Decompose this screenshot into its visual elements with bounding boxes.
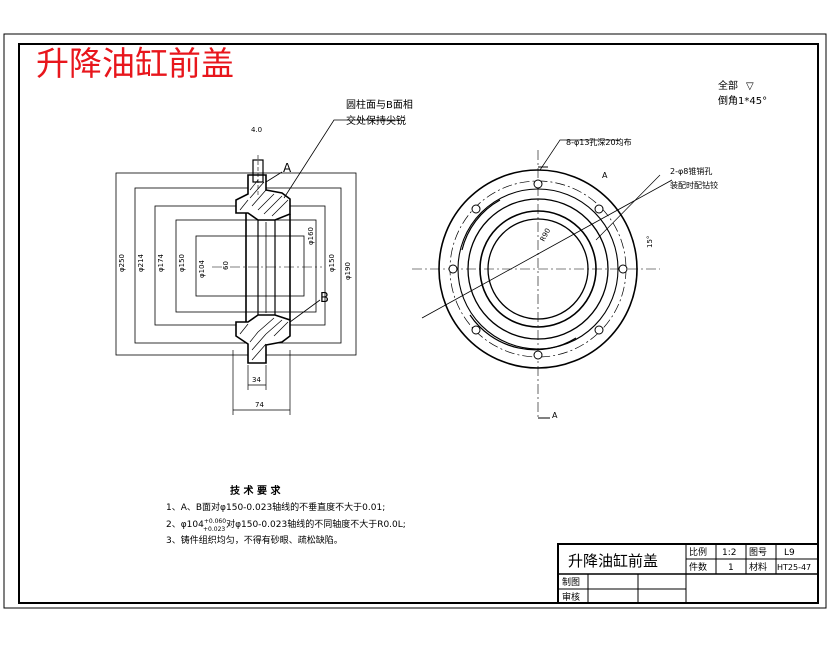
tech-item-2: 2、φ104+0.060对φ150-0.023轴线的不同轴度不大于R0.0L; [166, 518, 406, 530]
tb-quantity-value: 1 [728, 563, 734, 573]
tb-drawing-no-label: 图号 [749, 547, 767, 558]
drawing-title: 升降油缸前盖 [36, 44, 234, 83]
end-view [412, 139, 673, 419]
bolt-hole [448, 264, 458, 274]
section-dim-texts: φ250 φ214 φ174 φ150 φ104 φ160 φ150 φ190 … [118, 126, 352, 409]
surface-finish-symbol: ▽ [746, 81, 754, 92]
title-block-name: 升降油缸前盖 [568, 552, 658, 570]
dim-d-104: φ104 [198, 259, 206, 278]
leader-a [265, 171, 283, 183]
tb-drafted-label: 制图 [562, 576, 580, 588]
bolt-hole [533, 179, 543, 189]
tb-scale-label: 比例 [689, 546, 707, 558]
tb-drawing-no-value: L9 [784, 548, 795, 558]
dim-d-outer: φ250 [118, 254, 126, 272]
dim-d-bolt: φ214 [137, 253, 145, 272]
holes-note: 8-φ13孔深20均布 [566, 137, 632, 147]
bolt-hole [594, 204, 604, 214]
label-a-bottom: A [552, 411, 558, 420]
surface-finish-label: 全部 [718, 79, 738, 92]
dim-rect-104 [195, 235, 305, 297]
dim-d-right-c: φ190 [344, 262, 352, 280]
leader-holes [539, 139, 620, 171]
dim-d-150: φ150 [178, 254, 186, 272]
tb-material-value: HT25-47 [777, 563, 811, 572]
tech-item-2-sup: +0.060 [204, 518, 226, 525]
outer-frame [3, 33, 827, 609]
bolt-hole [618, 264, 628, 274]
tech-item-2-post: 对φ150-0.023轴线的不同轴度不大于R0.0L; [226, 518, 406, 530]
dim-60: 60 [222, 261, 230, 270]
dim-angle: 15° [646, 236, 654, 248]
chamfer-note: 倒角1*45° [718, 95, 767, 107]
tech-heading: 技 术 要 求 [230, 484, 281, 497]
tb-material-label: 材料 [749, 561, 767, 573]
leader-note [283, 119, 400, 199]
tech-requirements: 技 术 要 求 1、A、B面对φ150-0.023轴线的不垂直度不大于0.01;… [166, 484, 406, 546]
dim-rect-250 [115, 172, 357, 356]
hatch-upper [239, 179, 289, 217]
bolt-hole [471, 204, 481, 214]
tb-scale-value: 1:2 [722, 548, 736, 558]
bolt-hole [471, 325, 481, 335]
pin-holes-sub-note: 装配时配钻铰 [670, 180, 718, 190]
dim-d-right-b: φ150 [328, 254, 336, 272]
dim-d-right-a: φ160 [307, 227, 315, 245]
diagonal-line [421, 179, 673, 319]
tech-item-1: 1、A、B面对φ150-0.023轴线的不垂直度不大于0.01; [166, 501, 385, 513]
label-a-top: A [602, 171, 608, 180]
tb-reviewed-label: 审核 [562, 591, 580, 603]
dim-d-mid: φ174 [157, 253, 165, 272]
tech-item-3: 3、铸件组织均匀，不得有砂眼、疏松缺陷。 [166, 534, 343, 546]
note-line-1: 圆柱面与B面相 [346, 98, 413, 111]
bolt-holes [448, 179, 628, 360]
datum-b-label: B [320, 291, 329, 306]
dim-top: 4.0 [251, 126, 262, 134]
bolt-hole [533, 350, 543, 360]
leader-b [289, 299, 321, 323]
dim-34: 34 [252, 376, 261, 384]
dim-rect-214 [134, 187, 342, 344]
arc-broken-2 [469, 314, 577, 351]
flange-lower [235, 314, 291, 364]
section-view [115, 119, 400, 415]
datum-a-label: A [283, 161, 292, 175]
note-line-2: 交处保持尖锐 [346, 114, 406, 127]
bolt-hole [594, 325, 604, 335]
inner-frame [18, 43, 819, 604]
tb-quantity-label: 件数 [689, 561, 707, 573]
dim-74: 74 [255, 401, 264, 409]
pin-holes-note: 2-φ8锥销孔 [670, 166, 712, 176]
dim-r90: R90 [539, 227, 553, 243]
arc-broken-1 [461, 199, 501, 251]
tech-item-2-sub: +0.023 [203, 526, 225, 533]
tech-item-2-pre: 2、φ104 [166, 520, 204, 530]
hatch-lower [239, 317, 289, 361]
title-block [557, 543, 819, 604]
leader-pin-holes [595, 174, 661, 241]
surface-finish-note: 全部 ▽ 倒角1*45° [718, 79, 767, 107]
